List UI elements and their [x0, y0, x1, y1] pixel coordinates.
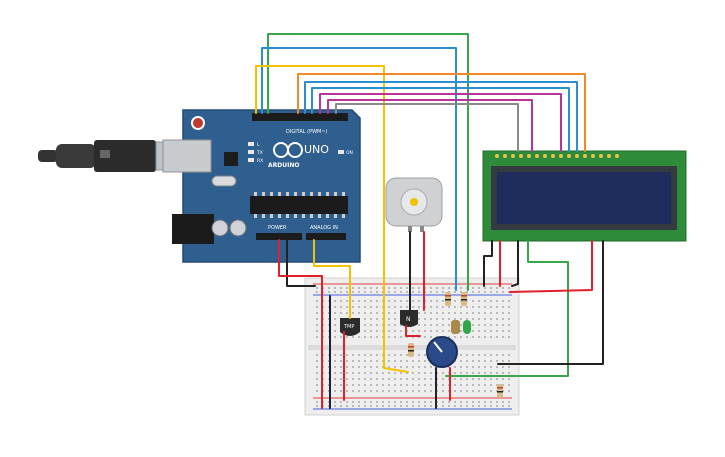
wire-green-lcd-v0	[445, 240, 569, 377]
lcd-16x2-display[interactable]	[482, 150, 687, 242]
resistor-3[interactable]	[408, 343, 414, 357]
rx-label: RX	[257, 158, 263, 164]
wire-green-d12	[267, 33, 469, 291]
tx-label: TX	[256, 150, 263, 156]
green-led[interactable]	[463, 320, 471, 334]
l-led-label: L	[257, 142, 260, 148]
analog-header	[306, 233, 346, 240]
wire-black-lcd-rw	[511, 240, 519, 287]
wire-magenta-d1	[327, 99, 533, 152]
resistor-2[interactable]	[461, 292, 467, 306]
wire-orange-d5	[297, 73, 586, 152]
resistor-4[interactable]	[497, 384, 503, 398]
wire-red-lcd-a	[509, 240, 593, 293]
model-label: UNO	[304, 143, 329, 156]
breadboard[interactable]	[304, 277, 520, 416]
arduino-logo	[273, 142, 303, 158]
wire-gray-d0	[335, 103, 519, 152]
wire-yellow-d10	[255, 65, 409, 373]
resistor-1[interactable]	[445, 292, 451, 306]
brand-label: ARDUINO	[268, 162, 299, 169]
arduino-uno-board[interactable]: DIGITAL (PWM~) L TX RX ON UNO ARDUINO PO…	[162, 109, 361, 263]
power-jack	[172, 214, 214, 244]
reset-button[interactable]	[191, 116, 205, 130]
usb-port	[162, 139, 212, 173]
wire-blue-d3	[311, 87, 570, 152]
power-header-label: POWER	[268, 225, 287, 231]
wire-black-transistor	[405, 325, 421, 337]
lcd-screen	[497, 172, 671, 224]
wires	[255, 33, 604, 409]
wire-blue-d11	[261, 47, 457, 291]
npn-transistor[interactable]: N	[400, 310, 418, 327]
analog-header-label: ANALOG IN	[310, 225, 338, 231]
wire-black-lcd-k	[497, 240, 604, 365]
on-led-label: ON	[346, 150, 353, 156]
wire-magenta-d2	[319, 93, 562, 152]
power-header	[256, 233, 302, 240]
transistor-label: N	[406, 316, 411, 323]
potentiometer[interactable]	[426, 336, 458, 368]
digital-header	[252, 113, 348, 121]
wire-blue-d4	[304, 81, 578, 152]
atmega-chip	[250, 196, 348, 214]
dc-motor[interactable]	[385, 177, 443, 232]
wire-yellow-a0	[313, 239, 351, 319]
wire-black-lcd-gnd	[483, 240, 493, 287]
digital-header-label: DIGITAL (PWM~)	[286, 129, 328, 135]
temp-sensor-label: TMP	[343, 324, 354, 330]
diode[interactable]	[451, 320, 460, 334]
temperature-sensor[interactable]: TMP	[340, 318, 360, 336]
wire-red-5v	[278, 239, 323, 297]
wire-black-gnd	[286, 239, 316, 287]
